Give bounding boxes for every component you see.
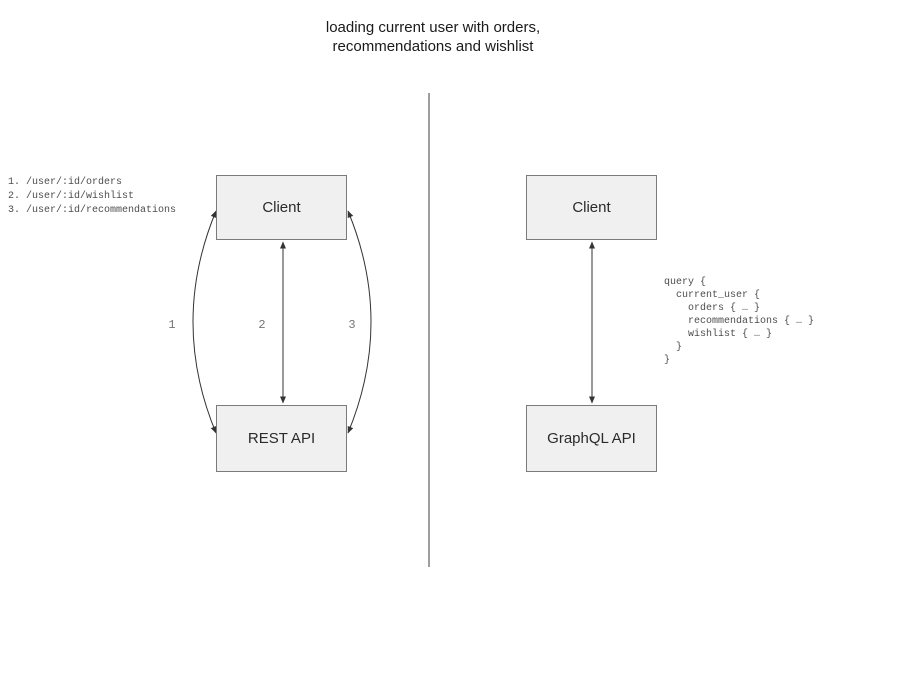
title-line-2: recommendations and wishlist — [332, 38, 534, 55]
connector-1-orders-arc — [192, 210, 217, 434]
diagram-title: loading current user with orders, recomm… — [283, 18, 583, 56]
connector-label-2: 2 — [258, 318, 266, 332]
title-line-1: loading current user with orders, — [325, 19, 541, 36]
rest-api-box-label: REST API — [247, 430, 316, 447]
right-client-box-label: Client — [572, 199, 611, 216]
graphql-api-box-label: GraphQL API — [547, 430, 636, 447]
rest-api-box: REST API — [216, 405, 347, 472]
graphql-query-code: query { current_user { orders { … } reco… — [664, 277, 815, 366]
left-client-box: Client — [216, 175, 347, 240]
connector-3-recommendations-arc — [347, 210, 372, 434]
left-client-box-label: Client — [262, 199, 301, 216]
right-client-box: Client — [526, 175, 657, 240]
connector-label-1: 1 — [168, 318, 176, 332]
graphql-api-box: GraphQL API — [526, 405, 657, 472]
connector-label-3: 3 — [348, 318, 356, 332]
rest-endpoints-list: 1. /user/:id/orders 2. /user/:id/wishlis… — [8, 177, 177, 216]
